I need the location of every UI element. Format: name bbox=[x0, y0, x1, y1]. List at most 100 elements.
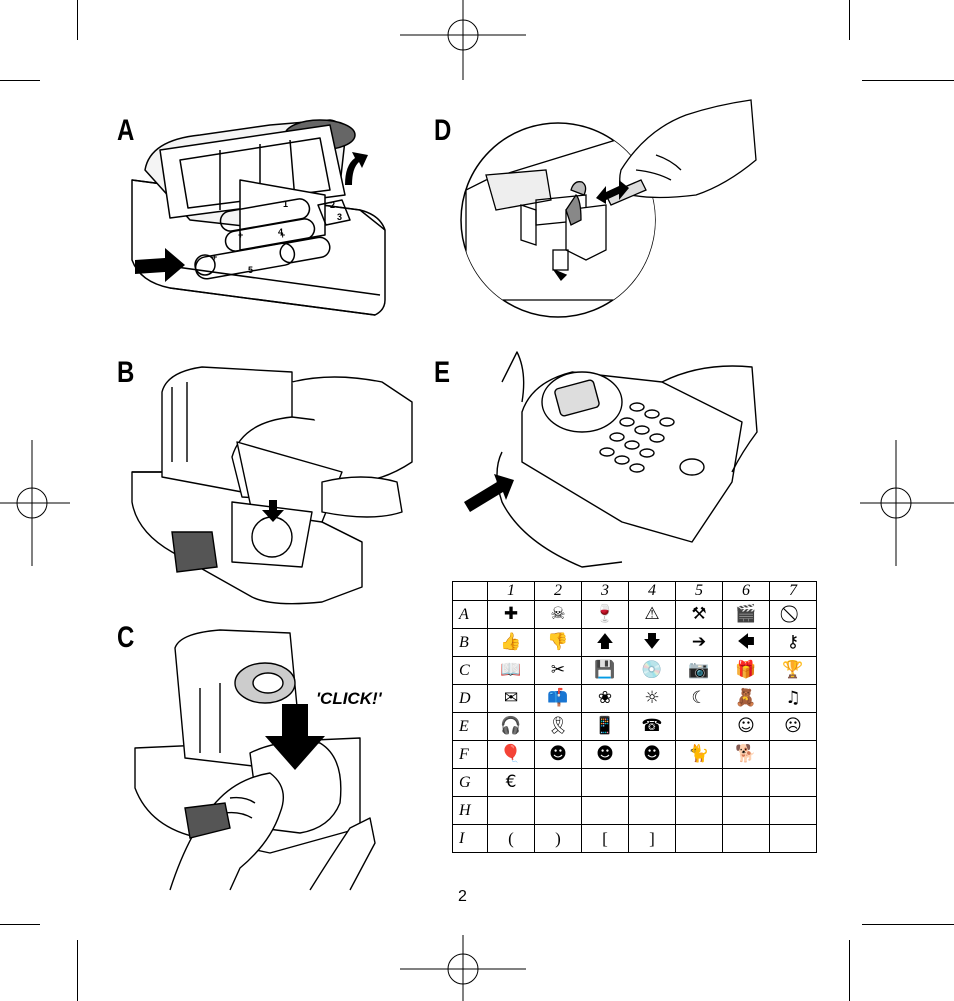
bracket-symbol: ) bbox=[534, 824, 582, 853]
column-header: 5 bbox=[675, 581, 723, 601]
registration-mark-top bbox=[400, 0, 526, 80]
euro-sign-icon: € bbox=[487, 768, 535, 797]
skull-crossbones-icon: ☠ bbox=[534, 600, 582, 629]
table-corner-cell bbox=[452, 581, 488, 601]
moon-icon: ☾ bbox=[675, 684, 723, 713]
row-header: B bbox=[452, 628, 488, 657]
illustration-battery-insertion: 145 23 +++ bbox=[131, 119, 386, 316]
tools-icon: ⚒ bbox=[675, 600, 723, 629]
table-row: B👍👎🡅🡇➔🡄⚷ bbox=[452, 628, 817, 657]
svg-text:4: 4 bbox=[278, 227, 283, 237]
column-header: 3 bbox=[581, 581, 629, 601]
panel-label-a: A bbox=[117, 114, 135, 147]
balloons-icon: 🎈 bbox=[487, 740, 535, 769]
registration-mark-right bbox=[860, 440, 954, 566]
crop-mark bbox=[849, 940, 850, 1001]
crop-mark bbox=[77, 0, 78, 40]
music-note-icon: ♫ bbox=[769, 684, 817, 713]
empty-cell bbox=[534, 768, 582, 797]
empty-cell bbox=[628, 768, 676, 797]
table-row: F🎈☻☻☻🐈🐕 bbox=[452, 740, 817, 769]
crop-mark bbox=[849, 0, 850, 40]
illustration-cutter-adjust bbox=[460, 99, 757, 318]
row-header: G bbox=[452, 768, 488, 797]
sad-face-icon: ☹ bbox=[769, 712, 817, 741]
empty-cell bbox=[487, 796, 535, 825]
empty-cell bbox=[534, 796, 582, 825]
crop-mark bbox=[0, 924, 40, 925]
empty-cell bbox=[722, 768, 770, 797]
svg-text:5: 5 bbox=[248, 265, 253, 275]
svg-text:+: + bbox=[238, 230, 243, 240]
headphones-icon: 🎧 bbox=[487, 712, 535, 741]
crop-mark bbox=[77, 940, 78, 1001]
arrow-right-icon: ➔ bbox=[675, 628, 723, 657]
row-header: D bbox=[452, 684, 488, 713]
empty-cell bbox=[581, 796, 629, 825]
arrow-left-icon: 🡄 bbox=[722, 628, 770, 657]
column-header: 7 bbox=[769, 581, 817, 601]
row-header: H bbox=[452, 796, 488, 825]
dog-icon: 🐕 bbox=[722, 740, 770, 769]
table-row: A✚☠🍷⚠⚒🎬⃠ bbox=[452, 600, 817, 629]
table-row: I()[] bbox=[452, 824, 817, 853]
bracket-symbol: ( bbox=[487, 824, 535, 853]
mobile-phone-icon: 📱 bbox=[581, 712, 629, 741]
empty-cell bbox=[675, 796, 723, 825]
column-header: 6 bbox=[722, 581, 770, 601]
illustration-lid-closing bbox=[134, 629, 376, 891]
row-header: E bbox=[452, 712, 488, 741]
empty-cell bbox=[722, 824, 770, 853]
arrow-up-icon: 🡅 bbox=[581, 628, 629, 657]
thumbs-up-icon: 👍 bbox=[487, 628, 535, 657]
panel-label-d: D bbox=[434, 114, 452, 147]
envelope-icon: ✉ bbox=[487, 684, 535, 713]
column-header: 1 bbox=[487, 581, 535, 601]
fragile-glass-icon: 🍷 bbox=[581, 600, 629, 629]
panel-label-e: E bbox=[434, 356, 451, 389]
click-label: 'CLICK!' bbox=[316, 689, 382, 708]
girl-face-icon: ☻ bbox=[581, 740, 629, 769]
smiley-face-icon: ☺ bbox=[722, 712, 770, 741]
illustration-tape-removal bbox=[464, 351, 758, 568]
column-header: 2 bbox=[534, 581, 582, 601]
empty-cell bbox=[675, 824, 723, 853]
camera-icon: 📷 bbox=[675, 656, 723, 685]
registration-mark-bottom bbox=[400, 935, 526, 1001]
page-number: 2 bbox=[458, 888, 467, 905]
svg-text:2: 2 bbox=[330, 200, 335, 210]
ribbon-icon: 🎗 bbox=[534, 712, 582, 741]
panel-label-b: B bbox=[117, 356, 135, 389]
svg-text:+: + bbox=[280, 230, 285, 240]
first-aid-icon: ✚ bbox=[487, 600, 535, 629]
book-icon: 📖 bbox=[487, 656, 535, 685]
row-header: F bbox=[452, 740, 488, 769]
telephone-icon: ☎ bbox=[628, 712, 676, 741]
illustration-cassette-loading bbox=[131, 366, 413, 605]
symbol-table: 1234567A✚☠🍷⚠⚒🎬⃠B👍👎🡅🡇➔🡄⚷C📖✂💾💿📷🎁🏆D✉📫❀☼☾🧸♫E… bbox=[452, 581, 817, 853]
clapperboard-icon: 🎬 bbox=[722, 600, 770, 629]
row-header: I bbox=[452, 824, 488, 853]
crop-mark bbox=[862, 924, 954, 925]
empty-cell bbox=[769, 768, 817, 797]
registration-mark-left bbox=[0, 440, 70, 566]
empty-cell bbox=[581, 768, 629, 797]
arrow-down-icon: 🡇 bbox=[628, 628, 676, 657]
grandparent-face-icon: ☻ bbox=[628, 740, 676, 769]
table-row: E🎧🎗📱☎ ☺☹ bbox=[452, 712, 817, 741]
key-icon: ⚷ bbox=[769, 628, 817, 657]
svg-text:1: 1 bbox=[283, 199, 288, 209]
crop-mark bbox=[862, 80, 954, 81]
prohibited-icon: ⃠ bbox=[769, 600, 817, 629]
empty-cell bbox=[675, 712, 723, 741]
floppy-disk-icon: 💾 bbox=[581, 656, 629, 685]
boy-face-icon: ☻ bbox=[534, 740, 582, 769]
mailbox-icon: 📫 bbox=[534, 684, 582, 713]
cat-icon: 🐈 bbox=[675, 740, 723, 769]
empty-cell bbox=[769, 824, 817, 853]
table-row: C📖✂💾💿📷🎁🏆 bbox=[452, 656, 817, 685]
crop-mark bbox=[0, 80, 40, 81]
empty-cell bbox=[675, 768, 723, 797]
row-header: A bbox=[452, 600, 488, 629]
